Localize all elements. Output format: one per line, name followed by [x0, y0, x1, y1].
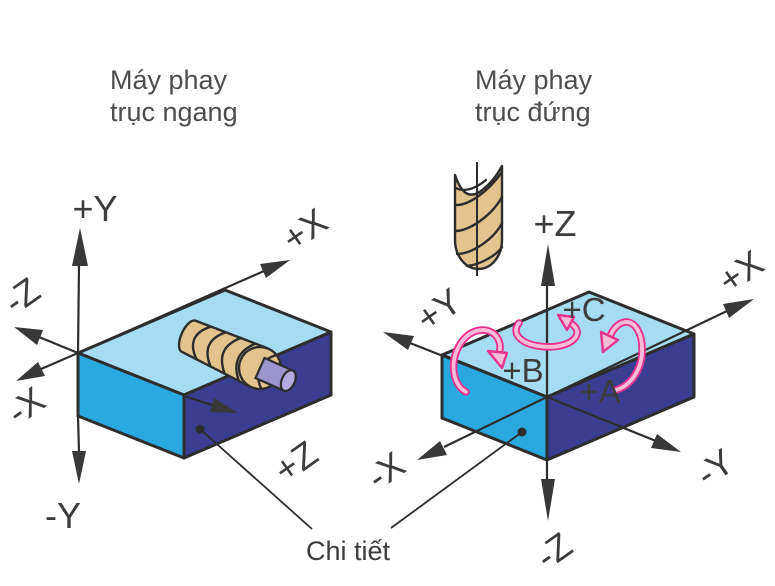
- left-x-pos-arrowhead: [260, 260, 290, 278]
- right-y-pos-axis-line: [409, 341, 548, 399]
- horizontal-cutter-icon: [177, 319, 297, 393]
- left-z-neg-axis-line: [38, 335, 79, 355]
- right-x-pos-arrowhead: [723, 299, 754, 318]
- left-x-neg-label: -X: [0, 378, 52, 432]
- left-y-neg-label: -Y: [45, 495, 81, 536]
- left-z-neg-arrowhead: [14, 327, 43, 345]
- left-z-pos-label: +Z: [266, 432, 325, 490]
- right-x-pos-axis-line: [546, 310, 728, 398]
- right-x-pos-label: +X: [711, 242, 771, 301]
- right-x-neg-arrowhead: [417, 441, 447, 460]
- left-z-pos-arrowhead: [210, 398, 238, 413]
- rotation-c-label: +C: [562, 291, 605, 328]
- right-z-pos-label: +Z: [533, 203, 576, 244]
- right-x-neg-label: -X: [359, 443, 412, 497]
- right-title-line2: trục đứng: [475, 97, 591, 127]
- right-arrowheads: [383, 244, 754, 521]
- left-diagram: Máy phay trục ngang: [0, 65, 335, 536]
- rotation-arrows: [449, 313, 646, 396]
- left-title-line2: trục ngang: [110, 97, 238, 127]
- right-z-pos-arrowhead: [541, 244, 555, 286]
- left-y-neg-axis-line: [76, 415, 81, 454]
- rotation-b-arrow: [449, 326, 509, 396]
- vertical-cutter-body: [453, 164, 504, 271]
- left-z-neg-label: -Z: [0, 269, 47, 322]
- left-leader-line: [199, 428, 313, 530]
- right-axes: [409, 284, 728, 480]
- right-diagram: Máy phay trục đứng: [359, 65, 771, 577]
- horizontal-cutter-flutes: [191, 325, 257, 383]
- left-title-line1: Máy phay: [110, 65, 228, 95]
- rotation-b-label: +B: [502, 352, 543, 389]
- right-title-line1: Máy phay: [475, 65, 593, 95]
- left-z-pos-axis-line: [183, 394, 216, 408]
- workpiece-caption: Chi tiết: [195, 424, 527, 566]
- rotation-c-arrow: [512, 313, 581, 351]
- left-y-pos-label: +Y: [72, 188, 117, 229]
- left-z-pos-arrow: [183, 394, 238, 413]
- rotation-c-arrowhead: [556, 313, 576, 332]
- vertical-cutter-flutes: [453, 170, 504, 268]
- right-y-pos-arrowhead: [383, 332, 414, 350]
- right-y-neg-arrowhead: [651, 434, 681, 452]
- right-y-pos-label: +Y: [409, 280, 469, 339]
- rotation-a-arrow: [599, 318, 646, 394]
- left-x-neg-axis-line: [40, 351, 79, 371]
- right-y-neg-axis-line: [546, 395, 657, 443]
- left-y-pos-arrowhead: [72, 228, 88, 266]
- vertical-cutter-icon: [453, 162, 504, 276]
- right-leader-line: [390, 431, 523, 529]
- left-y-pos-axis-line: [76, 264, 81, 354]
- left-workpiece-right-face: [182, 330, 333, 460]
- rotation-a-arrowhead: [599, 330, 620, 354]
- rotation-a-label: +A: [579, 373, 620, 410]
- left-arrowheads: [14, 228, 290, 484]
- right-z-neg-label: -Z: [528, 524, 579, 577]
- rotation-b-arrowhead: [486, 349, 509, 370]
- caption-text: Chi tiết: [306, 536, 391, 566]
- left-x-neg-arrowhead: [16, 362, 45, 381]
- left-y-neg-arrowhead: [72, 451, 86, 484]
- cutter-shaft-cap: [279, 369, 297, 393]
- right-y-neg-label: -Y: [688, 440, 741, 494]
- right-z-neg-arrowhead: [541, 479, 555, 521]
- right-x-neg-axis-line: [443, 396, 548, 448]
- left-x-pos-label: +X: [275, 200, 335, 259]
